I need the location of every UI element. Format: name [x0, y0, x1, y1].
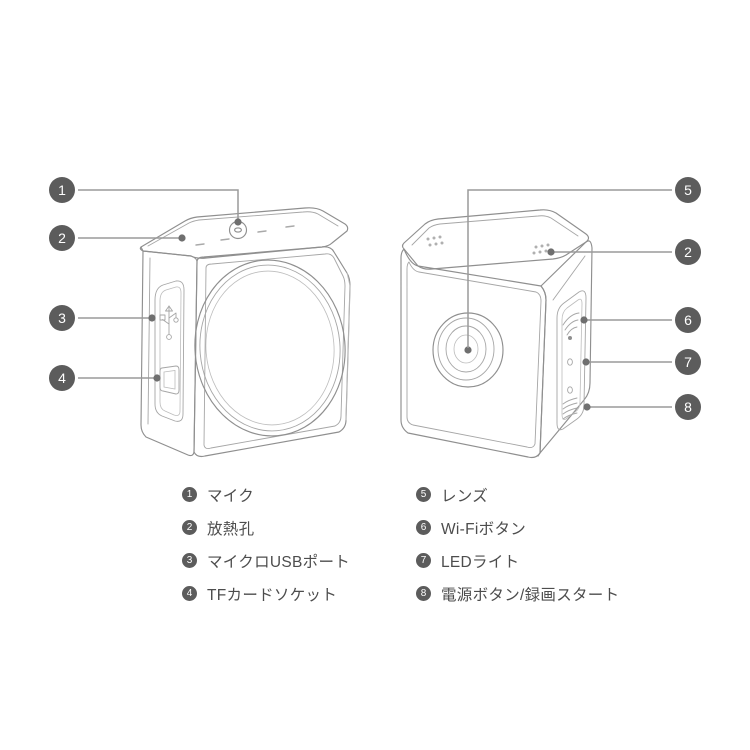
legend-item-6: 6 Wi-Fiボタン	[416, 511, 619, 544]
legend-label-7: LEDライト	[441, 553, 520, 571]
callout-badge-5[interactable]: 5	[675, 177, 701, 203]
legend-badge-5: 5	[416, 487, 431, 502]
legend-label-6: Wi-Fiボタン	[441, 520, 527, 538]
callout-badge-6-number: 6	[684, 312, 692, 328]
callout-badges: 1 2 3 4 5 2 6	[49, 177, 701, 420]
left-device-port-plate	[154, 280, 185, 422]
callout-badge-2-left-number: 2	[58, 230, 66, 246]
callout-badge-7[interactable]: 7	[675, 349, 701, 375]
callout-badge-3[interactable]: 3	[49, 305, 75, 331]
legend-label-1: マイク	[207, 487, 255, 505]
callout-badge-6[interactable]: 6	[675, 307, 701, 333]
callout-badge-2-left[interactable]: 2	[49, 225, 75, 251]
legend-column-right: 5 レンズ 6 Wi-Fiボタン 7 LEDライト 8 電源ボタン/録画スタート	[416, 478, 619, 610]
right-device-front-three-quarter-view	[400, 209, 593, 459]
legend-label-8: 電源ボタン/録画スタート	[441, 586, 620, 604]
legend-item-4: 4 TFカードソケット	[182, 577, 350, 610]
callout-badge-7-number: 7	[684, 354, 692, 370]
legend-column-left: 1 マイク 2 放熱孔 3 マイクロUSBポート 4 TFカードソケット	[182, 478, 350, 610]
callout-badge-1-number: 1	[58, 182, 66, 198]
legend-label-2: 放熱孔	[207, 520, 255, 538]
legend-label-4: TFカードソケット	[207, 586, 338, 604]
led-light-indicators	[567, 358, 573, 394]
legend-badge-3: 3	[182, 553, 197, 568]
callout-leaders	[78, 189, 672, 411]
legend-badge-2: 2	[182, 520, 197, 535]
callout-badge-1[interactable]: 1	[49, 177, 75, 203]
micro-usb-port-icon	[159, 305, 179, 340]
legend-item-8: 8 電源ボタン/録画スタート	[416, 577, 619, 610]
left-device-rear-face	[193, 246, 351, 458]
legend-badge-6: 6	[416, 520, 431, 535]
callout-badge-4-number: 4	[58, 370, 66, 386]
callout-badge-5-number: 5	[684, 182, 692, 198]
callout-badge-2-right-number: 2	[684, 244, 692, 260]
left-device-top-face	[139, 207, 349, 259]
callout-badge-3-number: 3	[58, 310, 66, 326]
legend-badge-7: 7	[416, 553, 431, 568]
right-device-control-plate	[556, 290, 587, 431]
legend-label-3: マイクロUSBポート	[207, 553, 351, 571]
left-device-side-face	[140, 246, 198, 457]
left-device-rear-circle	[194, 259, 346, 437]
callout-badge-8[interactable]: 8	[675, 394, 701, 420]
left-device-rear-three-quarter-view	[139, 207, 351, 458]
callout-badge-4[interactable]: 4	[49, 365, 75, 391]
right-device-side-face	[537, 240, 593, 457]
callout-badge-2-right[interactable]: 2	[675, 239, 701, 265]
right-device-top-face	[401, 209, 590, 270]
legend-label-5: レンズ	[441, 487, 489, 505]
power-record-button-icon	[562, 397, 578, 420]
legend-item-7: 7 LEDライト	[416, 544, 619, 577]
tf-card-socket	[159, 365, 180, 395]
right-device-front-face	[400, 248, 547, 459]
callout-badge-8-number: 8	[684, 399, 692, 415]
right-device-top-vents	[426, 235, 550, 255]
legend-item-5: 5 レンズ	[416, 478, 619, 511]
legend-badge-8: 8	[416, 586, 431, 601]
legend-item-3: 3 マイクロUSBポート	[182, 544, 350, 577]
left-device-top-vents	[195, 225, 295, 246]
legend-item-2: 2 放熱孔	[182, 511, 350, 544]
legend-item-1: 1 マイク	[182, 478, 350, 511]
legend: 1 マイク 2 放熱孔 3 マイクロUSBポート 4 TFカードソケット 5 レ…	[0, 478, 750, 608]
wifi-button-icon	[562, 312, 580, 340]
legend-badge-4: 4	[182, 586, 197, 601]
legend-badge-1: 1	[182, 487, 197, 502]
